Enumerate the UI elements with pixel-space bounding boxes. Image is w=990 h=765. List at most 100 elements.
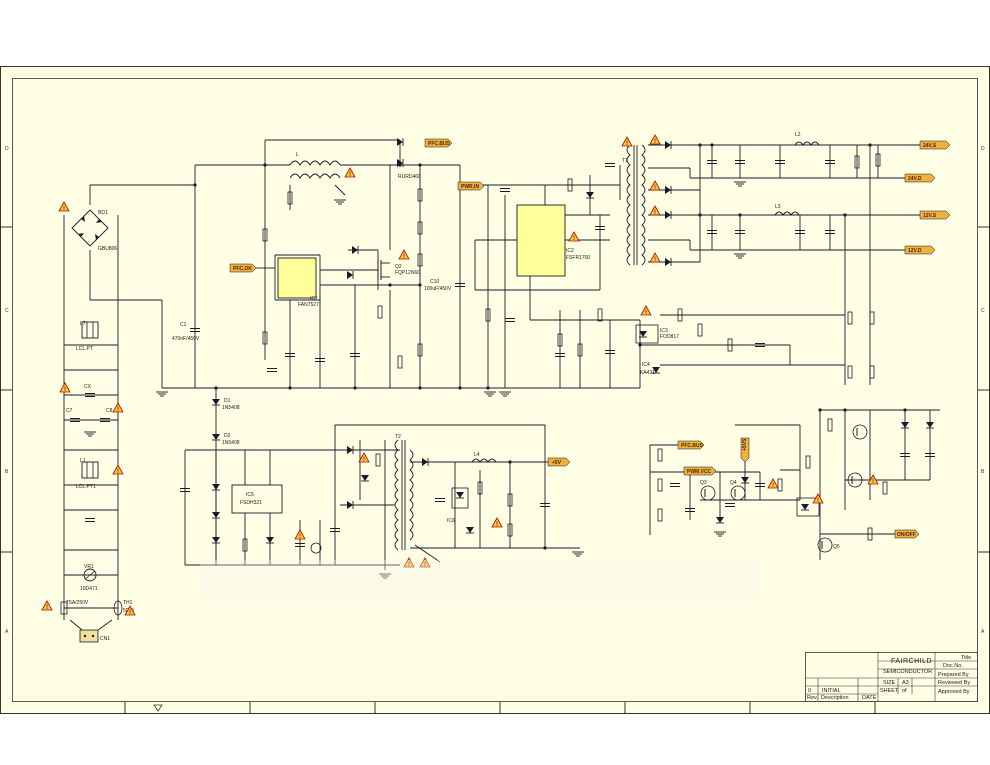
main-converter-section: IC2 FSFR1700 PWR.IN T1 [457, 132, 951, 397]
title-block-reviewed-label: Reviewed By [938, 680, 970, 686]
zone-left-c: C [5, 308, 9, 314]
title-block-company: FAIRCHILD [891, 658, 932, 665]
bottom-zone-marker-icon [153, 704, 163, 712]
net-label-5vsb: +5V [552, 460, 562, 466]
net-label-onoff: ON/OFF [897, 532, 916, 538]
bridge-rectifier-icon [71, 209, 109, 247]
net-label-pwm-vcc: PWM.VCC [687, 469, 712, 475]
l2-ref: L2 [795, 132, 801, 138]
varistor-icon [83, 568, 97, 582]
fuse-icon [60, 601, 68, 615]
junction-dots [193, 143, 907, 550]
l1-ref: L1 [80, 458, 86, 464]
bd1-ref: BD1 [98, 210, 108, 216]
image-wash [200, 560, 760, 600]
ic1-pfc-controller [277, 257, 317, 299]
d2-ref: D2 [224, 433, 231, 439]
ic3-optocoupler [635, 324, 659, 344]
output-inductor-l3-icon [774, 211, 800, 216]
ic2-llc-controller [516, 204, 566, 277]
q2-ref: Q2 [395, 264, 402, 270]
ic2-value: FSFR1700 [566, 255, 590, 261]
l3-ref: L3 [775, 204, 781, 210]
optocoupler-icon [796, 497, 820, 517]
cx-ref: CX [84, 384, 92, 390]
ic2-ref: IC2 [566, 248, 574, 254]
f1-value: T5A/250V [66, 600, 89, 606]
zone-right-b: B [981, 469, 985, 475]
transistor-q4-icon [730, 485, 746, 501]
c7-ref: C7 [66, 408, 73, 414]
net-label-pfc-bus-lower: PFC.BUS [681, 443, 704, 449]
c8-ref: C8 [106, 408, 113, 414]
title-block-sheet-value: of [902, 688, 907, 694]
l1-value: LCL.PT1 [76, 484, 96, 490]
q4-ref: Q4 [730, 480, 737, 486]
net-flag-pfc-bus: PFC.BUS [424, 138, 453, 148]
vr1-ref: VR1 [84, 564, 94, 570]
q5-ref: Q5 [833, 544, 840, 550]
control-section: PFC.BUS PWM.VCC +5VS Q3 Q4 [649, 409, 940, 560]
transistor-q5-icon [817, 537, 833, 553]
output-inductor-l2-icon [794, 141, 820, 146]
zone-left-b: B [5, 469, 9, 475]
vr1-value: 10D471 [80, 586, 98, 592]
transformer-t1-icon [626, 144, 646, 266]
cn1-ref: CN1 [100, 636, 110, 642]
t2-ref: T2 [395, 434, 401, 440]
title-block: FAIRCHILD SEMICONDUCTOR Title Doc.No. Pr… [805, 652, 978, 702]
net-flag-pwr-in: PWR.IN [457, 181, 485, 191]
ic4-value: KA431 [640, 370, 655, 376]
transformer-t2-icon [394, 439, 414, 551]
pfc-section: L RURD460 PFC.BUS IC1 FAN7527 PFC.OK Q2 … [211, 137, 466, 560]
title-block-title-label: Title [961, 655, 971, 661]
net-label-12v-s: 12V.S [923, 213, 937, 219]
net-flag-pfc-bus-lower: PFC.BUS [677, 440, 705, 450]
transistor-icon [847, 472, 863, 488]
title-block-size-label: SIZE [883, 680, 896, 686]
sheet-paper [0, 66, 990, 714]
q2-value: FQP12N60 [395, 270, 420, 276]
net-flag-pwm-vcc: PWM.VCC [683, 466, 717, 476]
ic3-value: FOD817 [660, 334, 679, 340]
pfc-inductor-icon [289, 160, 341, 166]
net-label-24v-s: 24V.S [923, 143, 937, 149]
thermistor-icon [113, 600, 123, 616]
net-flag-12v-d: 12V.D [904, 245, 936, 255]
ic6-optocoupler [451, 487, 469, 509]
title-block-date-header: DATE [862, 695, 877, 701]
net-flag-24v-s: 24V.S [919, 140, 951, 150]
net-label-24v-d: 24V.D [908, 176, 922, 182]
d1-value: 1N5408 [222, 405, 240, 411]
net-flag-5vsb: +5V [547, 457, 571, 467]
transistor-q3-icon [700, 485, 716, 501]
d1-ref: D1 [224, 398, 231, 404]
common-mode-choke2-icon [81, 461, 99, 479]
net-flag-24v-d: 24V.D [904, 173, 936, 183]
ic5-ref: IC5 [246, 492, 254, 498]
c1-ref: C1 [180, 322, 187, 328]
net-label-vcc-mid: +5VS [742, 438, 748, 451]
ic1-value: FAN7527 [298, 302, 319, 308]
zone-ticks [0, 226, 990, 714]
net-flag-onoff: ON/OFF [894, 529, 920, 539]
title-block-size-value: A3 [902, 680, 909, 686]
zone-right-a: A [981, 629, 985, 635]
zone-left-d: D [5, 146, 9, 152]
zone-right-c: C [981, 308, 985, 314]
title-block-approved-label: Approved By [938, 689, 970, 695]
d2-value: 1N5408 [222, 440, 240, 446]
zone-right-d: D [981, 146, 985, 152]
net-label-pwr-in: PWR.IN [461, 184, 479, 190]
net-flag-12v-s: 12V.S [919, 210, 951, 220]
input-filter-section: BD1 GBU806 L7 LCL.PT L1 LCL.PT1 CX C7 C8 [41, 164, 460, 643]
title-block-sheet-label: SHEET [880, 688, 899, 694]
pfc-inductor-ref: L [296, 152, 299, 158]
net-label-pfc-bus: PFC.BUS [428, 141, 451, 147]
ic5-standby-controller [231, 484, 283, 514]
common-mode-choke-icon [81, 321, 99, 339]
net-label-12v-d: 12V.D [908, 248, 922, 254]
l7-ref: L7 [80, 321, 86, 327]
title-block-rev-value: 0 [808, 688, 811, 694]
